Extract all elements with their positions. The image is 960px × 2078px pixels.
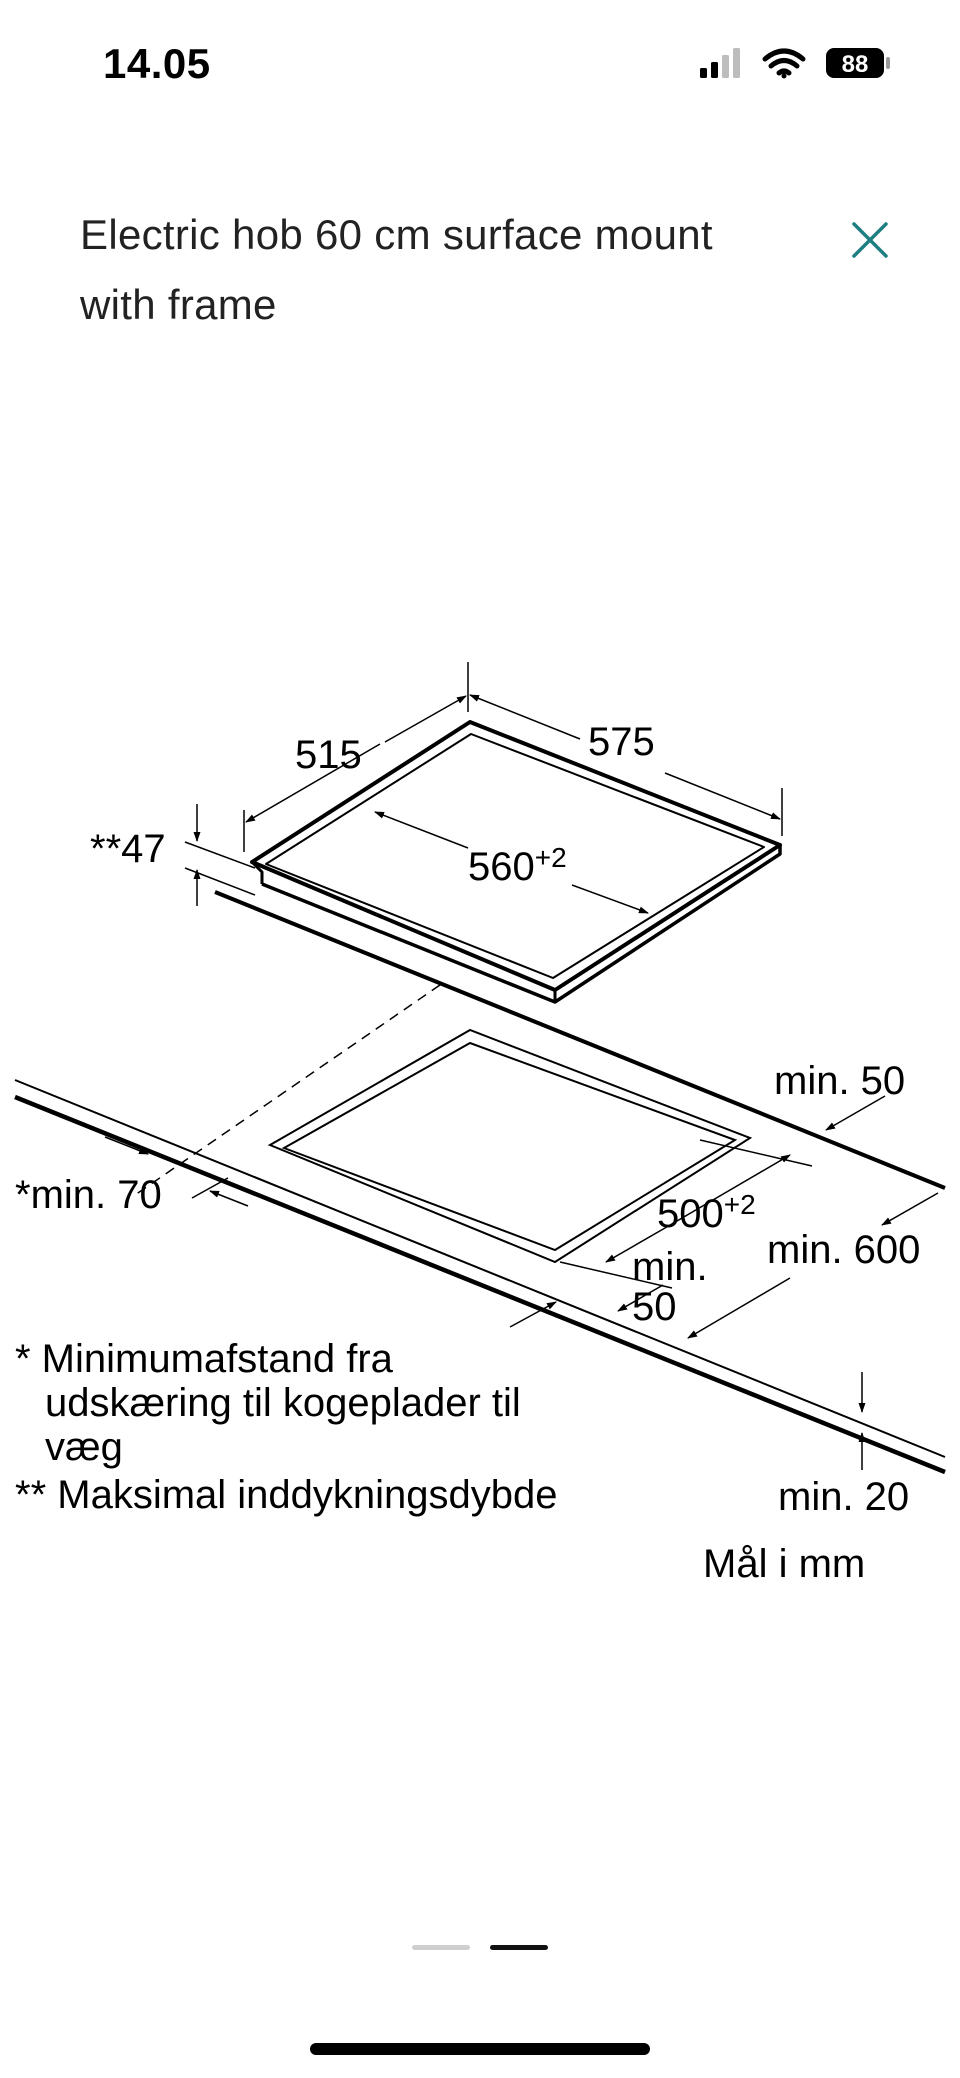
dim-cutout-depth-value: 500 [657, 1192, 724, 1236]
page-indicator-dot-2[interactable] [490, 1945, 548, 1950]
hob-outline [250, 720, 782, 1004]
note-min-distance-line2: udskæring til kogeplader til [45, 1381, 521, 1425]
dim-cutout-depth: 500+2 [657, 1189, 756, 1236]
status-icons-svg: 88 [700, 48, 890, 79]
installation-drawing-svg: 575 515 **47 560+2 500+2 *min. 70 min. 5… [14, 662, 946, 1586]
dim-575: 575 [588, 720, 655, 764]
home-indicator[interactable] [310, 2043, 650, 2055]
battery-icon: 88 [826, 48, 890, 78]
close-button[interactable] [840, 210, 900, 270]
installation-drawing: 575 515 **47 560+2 500+2 *min. 70 min. 5… [0, 640, 960, 1600]
dim-515: 515 [295, 733, 362, 777]
dim-cutout-depth-tolerance: +2 [724, 1189, 756, 1220]
wifi-icon [762, 48, 806, 79]
dim-min-50-front-line2: 50 [632, 1285, 677, 1329]
cutout-outline [267, 1028, 753, 1264]
status-bar: 14.05 88 [0, 0, 960, 130]
status-time: 14.05 [103, 40, 211, 87]
status-icons: 88 [690, 44, 910, 84]
note-min-distance-line1: * Minimumafstand fra [15, 1337, 394, 1381]
units-note: Mål i mm [703, 1542, 865, 1586]
dim-47: **47 [90, 827, 166, 871]
note-max-depth: ** Maksimal inddykningsdybde [15, 1473, 558, 1517]
dimension-lines [104, 662, 939, 1470]
dim-min-50-right: min. 50 [774, 1059, 905, 1103]
dim-min-70: *min. 70 [15, 1173, 162, 1217]
page-indicator [400, 1945, 560, 1957]
battery-level: 88 [842, 51, 869, 78]
dim-min-20: min. 20 [778, 1475, 909, 1519]
cellular-signal-icon [700, 48, 740, 78]
dim-min-50-front-line1: min. [632, 1245, 708, 1289]
header: Electric hob 60 cm surface mount with fr… [0, 190, 960, 350]
dim-cutout-width: 560+2 [468, 842, 567, 889]
page-indicator-dot-1[interactable] [412, 1945, 470, 1950]
dim-min-600: min. 600 [767, 1228, 920, 1272]
page-title: Electric hob 60 cm surface mount with fr… [80, 211, 713, 328]
dim-cutout-width-tolerance: +2 [535, 842, 567, 873]
close-icon [852, 222, 888, 258]
worktop-outline [14, 890, 946, 1475]
dim-cutout-width-value: 560 [468, 845, 535, 889]
note-min-distance-line3: væg [45, 1425, 123, 1469]
